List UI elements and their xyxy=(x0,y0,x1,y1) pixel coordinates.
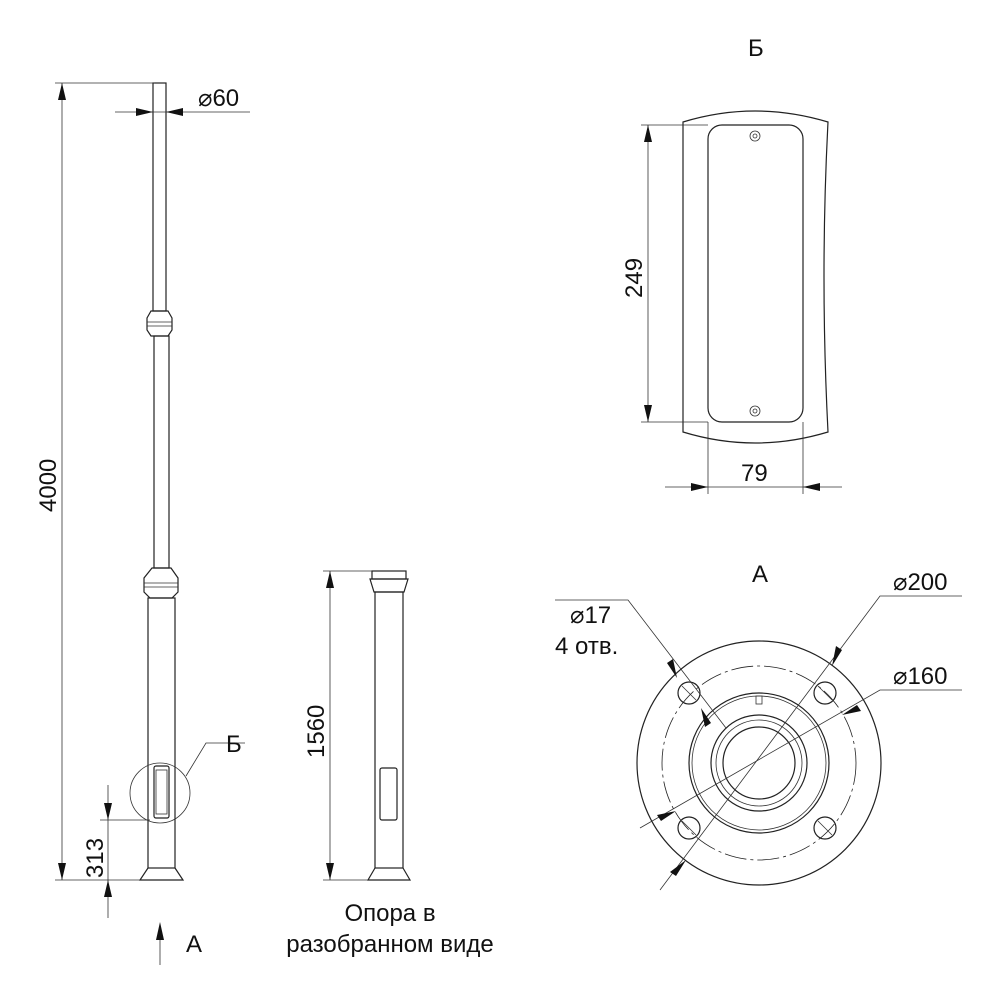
view-b-door xyxy=(641,110,842,494)
assembled-pole xyxy=(138,82,185,881)
dim-bolt-circle: ⌀160 xyxy=(893,663,948,690)
view-arrow-a: А xyxy=(186,931,202,958)
caption-line1: Опора в xyxy=(344,900,435,927)
dim-door-height: 313 xyxy=(82,838,109,878)
caption-line2: разобранном виде xyxy=(286,931,493,958)
pole-dimensions xyxy=(55,82,250,965)
dim-outer-diameter: ⌀200 xyxy=(893,569,948,596)
dim-disassembled-height: 1560 xyxy=(303,705,330,758)
dim-hole-diameter: ⌀17 xyxy=(570,602,611,629)
view-a-flange xyxy=(555,595,962,891)
view-b-title: Б xyxy=(748,35,764,62)
bolt-holes xyxy=(677,681,837,840)
dim-top-diameter: ⌀60 xyxy=(198,85,239,112)
disassembled-pole xyxy=(323,570,412,881)
dim-door-79: 79 xyxy=(741,460,768,487)
dim-total-height: 4000 xyxy=(35,459,62,512)
detail-callout-b: Б xyxy=(226,731,242,758)
view-a-title: А xyxy=(752,561,768,588)
dim-door-249: 249 xyxy=(621,258,648,298)
hole-count: 4 отв. xyxy=(555,633,618,660)
